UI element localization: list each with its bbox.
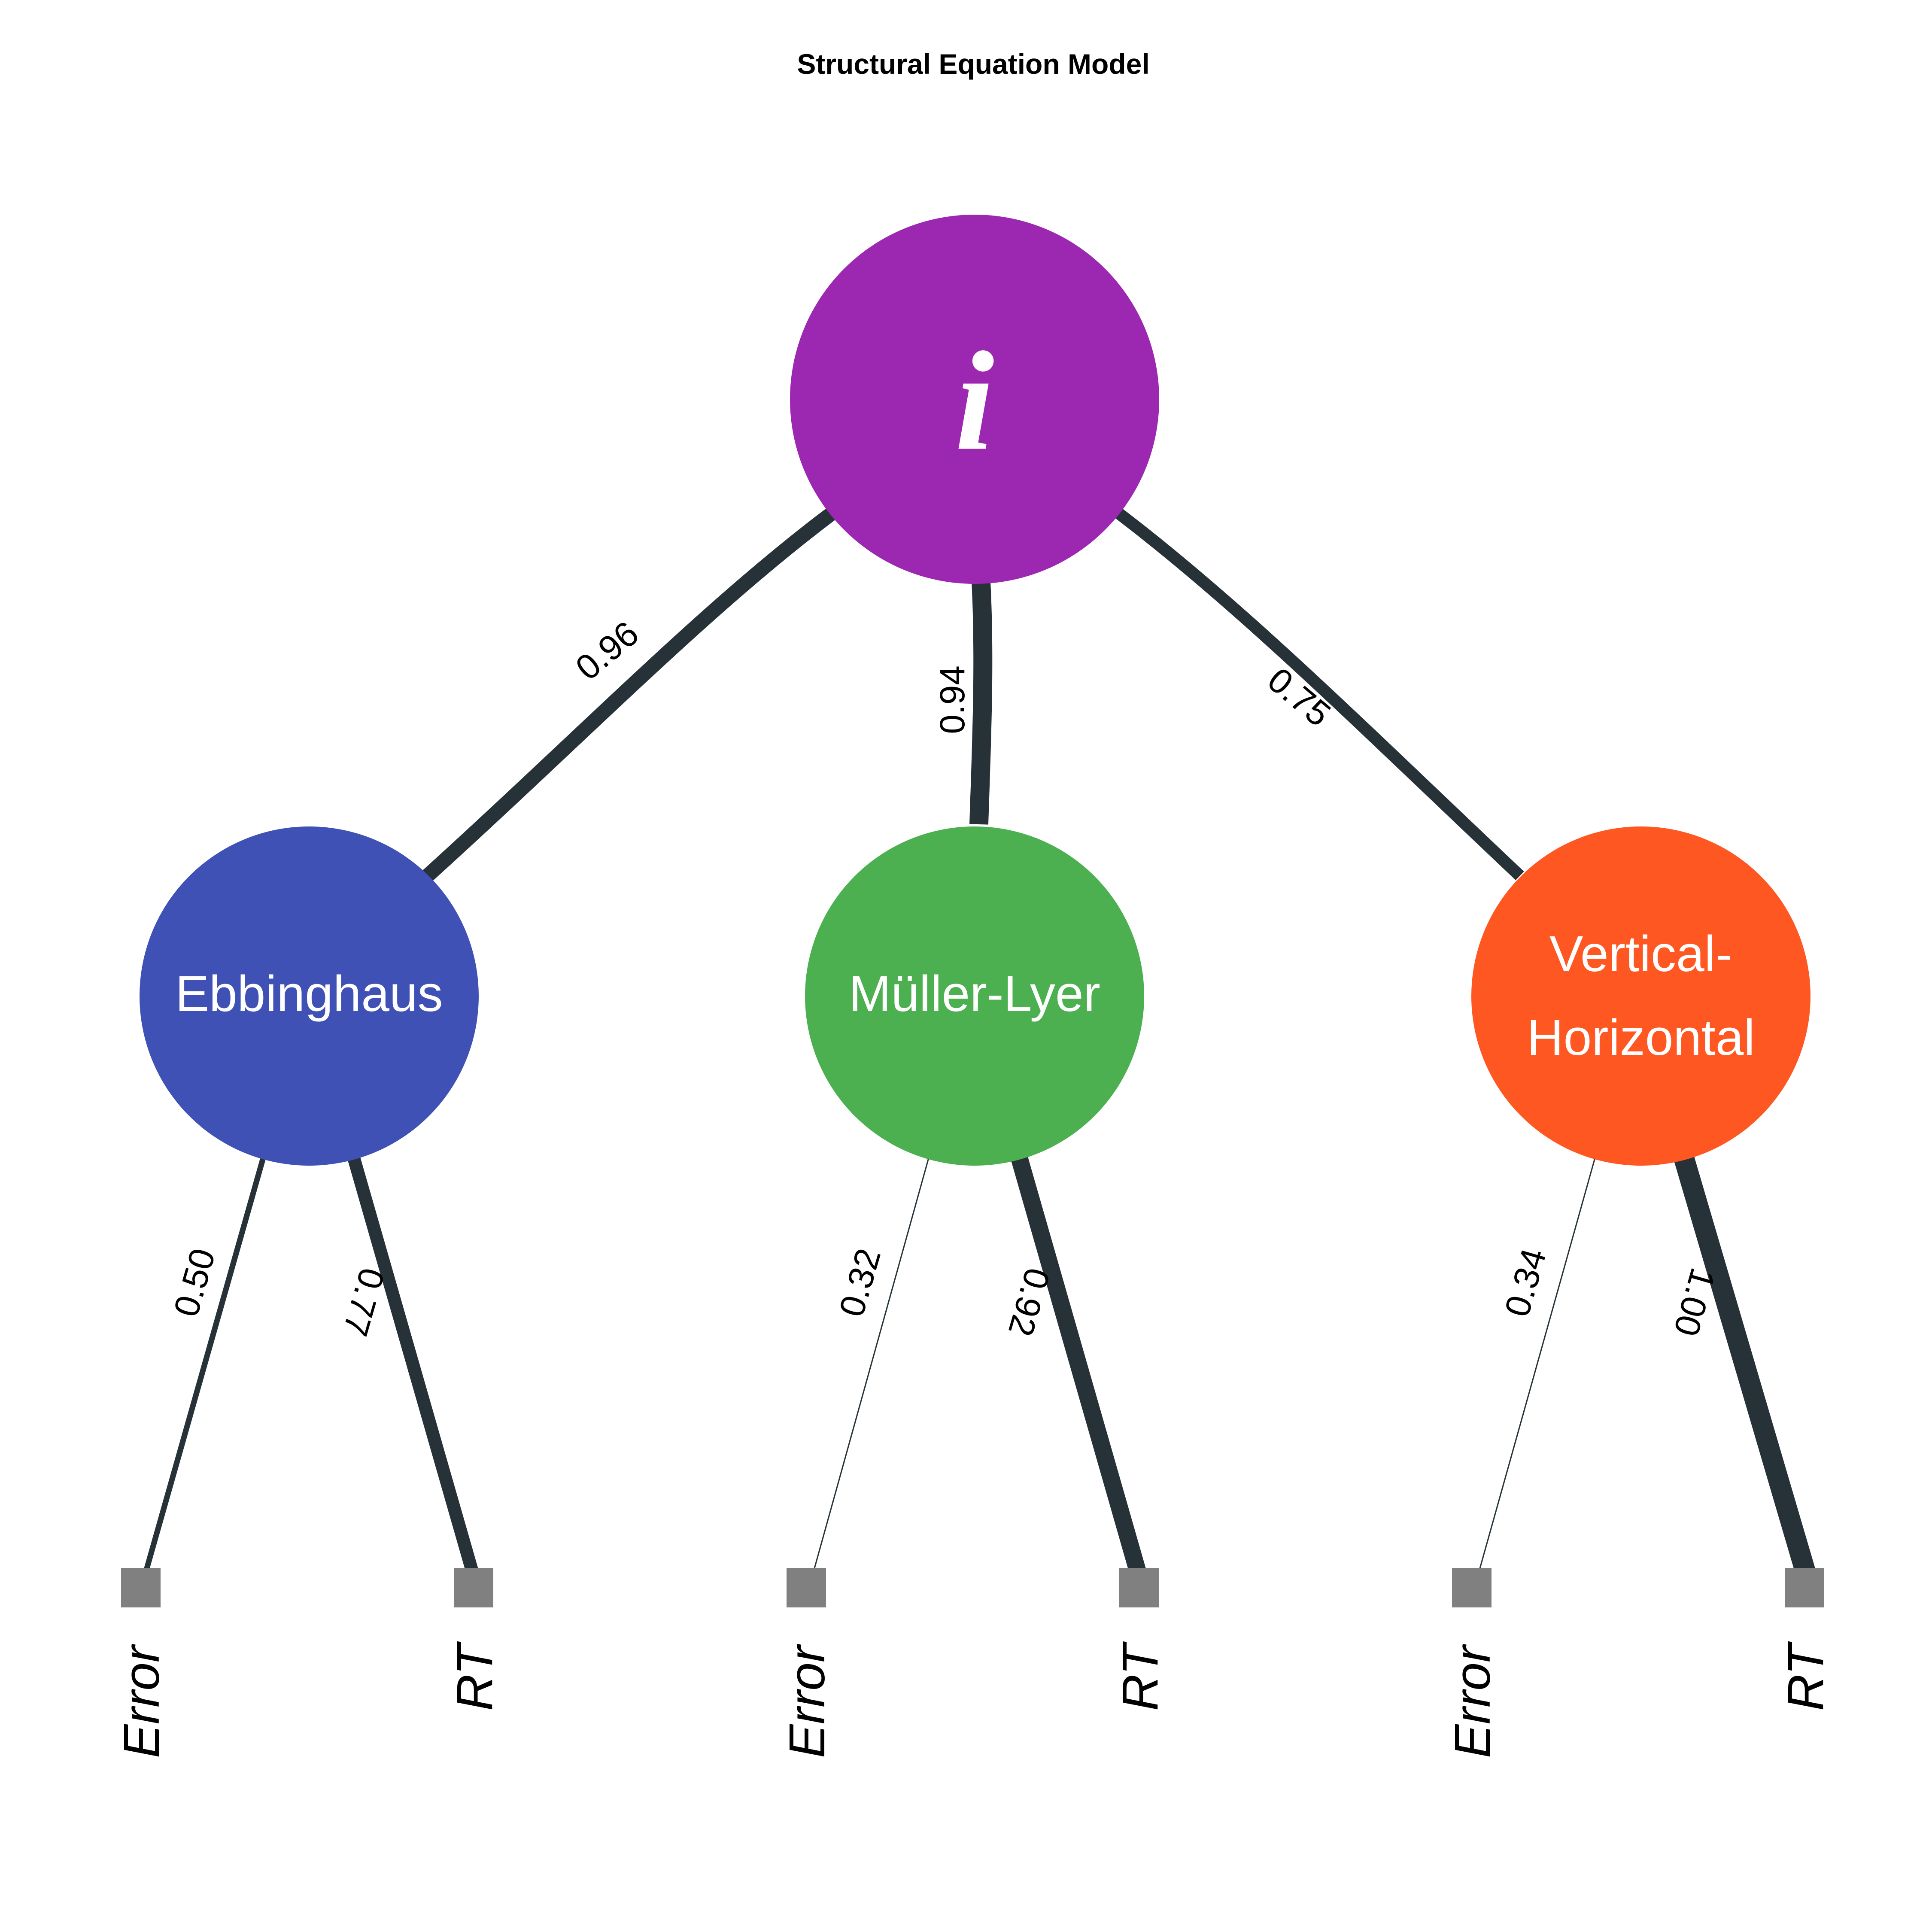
node-ebbinghaus-label: Ebbinghaus: [175, 966, 443, 1022]
edge-i-to-ebbinghaus: [420, 505, 840, 884]
node-ebbinghaus-circle: [140, 826, 479, 1166]
node-general-factor-circle: [790, 215, 1159, 584]
edge-ebbinghaus-to-error: [143, 1154, 267, 1572]
edge-muller-lyer-to-rt: [1010, 1152, 1146, 1574]
node-general-factor: i: [790, 215, 1159, 584]
loading-label-muller-lyer: 0.94: [933, 665, 972, 734]
indicator-muller-lyer-error-label: Error: [779, 1643, 835, 1758]
indicator-vertical-horizontal-error-label: Error: [1444, 1643, 1501, 1758]
edge-muller-lyer-to-error: [813, 1154, 930, 1572]
loading-label-vertical-horizontal: 0.75: [1260, 660, 1338, 734]
edge-vertical-horizontal-to-error: [1478, 1154, 1597, 1572]
node-vertical-horizontal: Vertical- Horizontal: [1471, 826, 1810, 1166]
edge-i-to-vertical-horizontal: [1115, 508, 1524, 881]
edge-i-to-muller-lyer: [969, 581, 993, 825]
node-vertical-horizontal-label-line-2: Horizontal: [1527, 1009, 1755, 1066]
node-vertical-horizontal-label-line-1: Vertical-: [1549, 926, 1732, 982]
loading-label-muller-lyer-rt: 0.92: [1001, 1264, 1057, 1340]
loading-label-vertical-horizontal-rt: 1.00: [1666, 1264, 1722, 1340]
node-general-factor-label: i: [955, 323, 995, 480]
indicator-vertical-horizontal-rt-square: [1785, 1568, 1824, 1607]
node-muller-lyer: Müller-Lyer: [805, 826, 1144, 1166]
loading-label-muller-lyer-error: 0.32: [832, 1244, 888, 1321]
indicator-ebbinghaus-error-square: [121, 1568, 161, 1607]
indicator-muller-lyer-error-square: [787, 1568, 826, 1607]
edge-ebbinghaus-to-rt: [346, 1153, 479, 1574]
node-muller-lyer-label: Müller-Lyer: [849, 966, 1100, 1022]
edge-vertical-horizontal-to-rt: [1673, 1152, 1816, 1574]
node-ebbinghaus: Ebbinghaus: [140, 826, 479, 1166]
indicator-ebbinghaus-rt-label: RT: [447, 1641, 503, 1711]
indicator-ebbinghaus-rt-square: [454, 1568, 493, 1607]
diagram-title: Structural Equation Model: [797, 48, 1149, 80]
indicator-vertical-horizontal-rt-label: RT: [1777, 1641, 1834, 1711]
indicator-muller-lyer-rt-square: [1119, 1568, 1159, 1607]
loading-label-ebbinghaus-rt: 0.77: [335, 1264, 392, 1340]
indicator-muller-lyer-rt-label: RT: [1112, 1641, 1169, 1711]
loading-label-ebbinghaus-error: 0.50: [167, 1244, 223, 1321]
loading-label-vertical-horizontal-error: 0.34: [1498, 1244, 1554, 1321]
indicator-ebbinghaus-error-label: Error: [113, 1643, 170, 1758]
indicator-vertical-horizontal-error-square: [1452, 1568, 1492, 1607]
node-vertical-horizontal-circle: [1471, 826, 1810, 1166]
node-muller-lyer-circle: [805, 826, 1144, 1166]
